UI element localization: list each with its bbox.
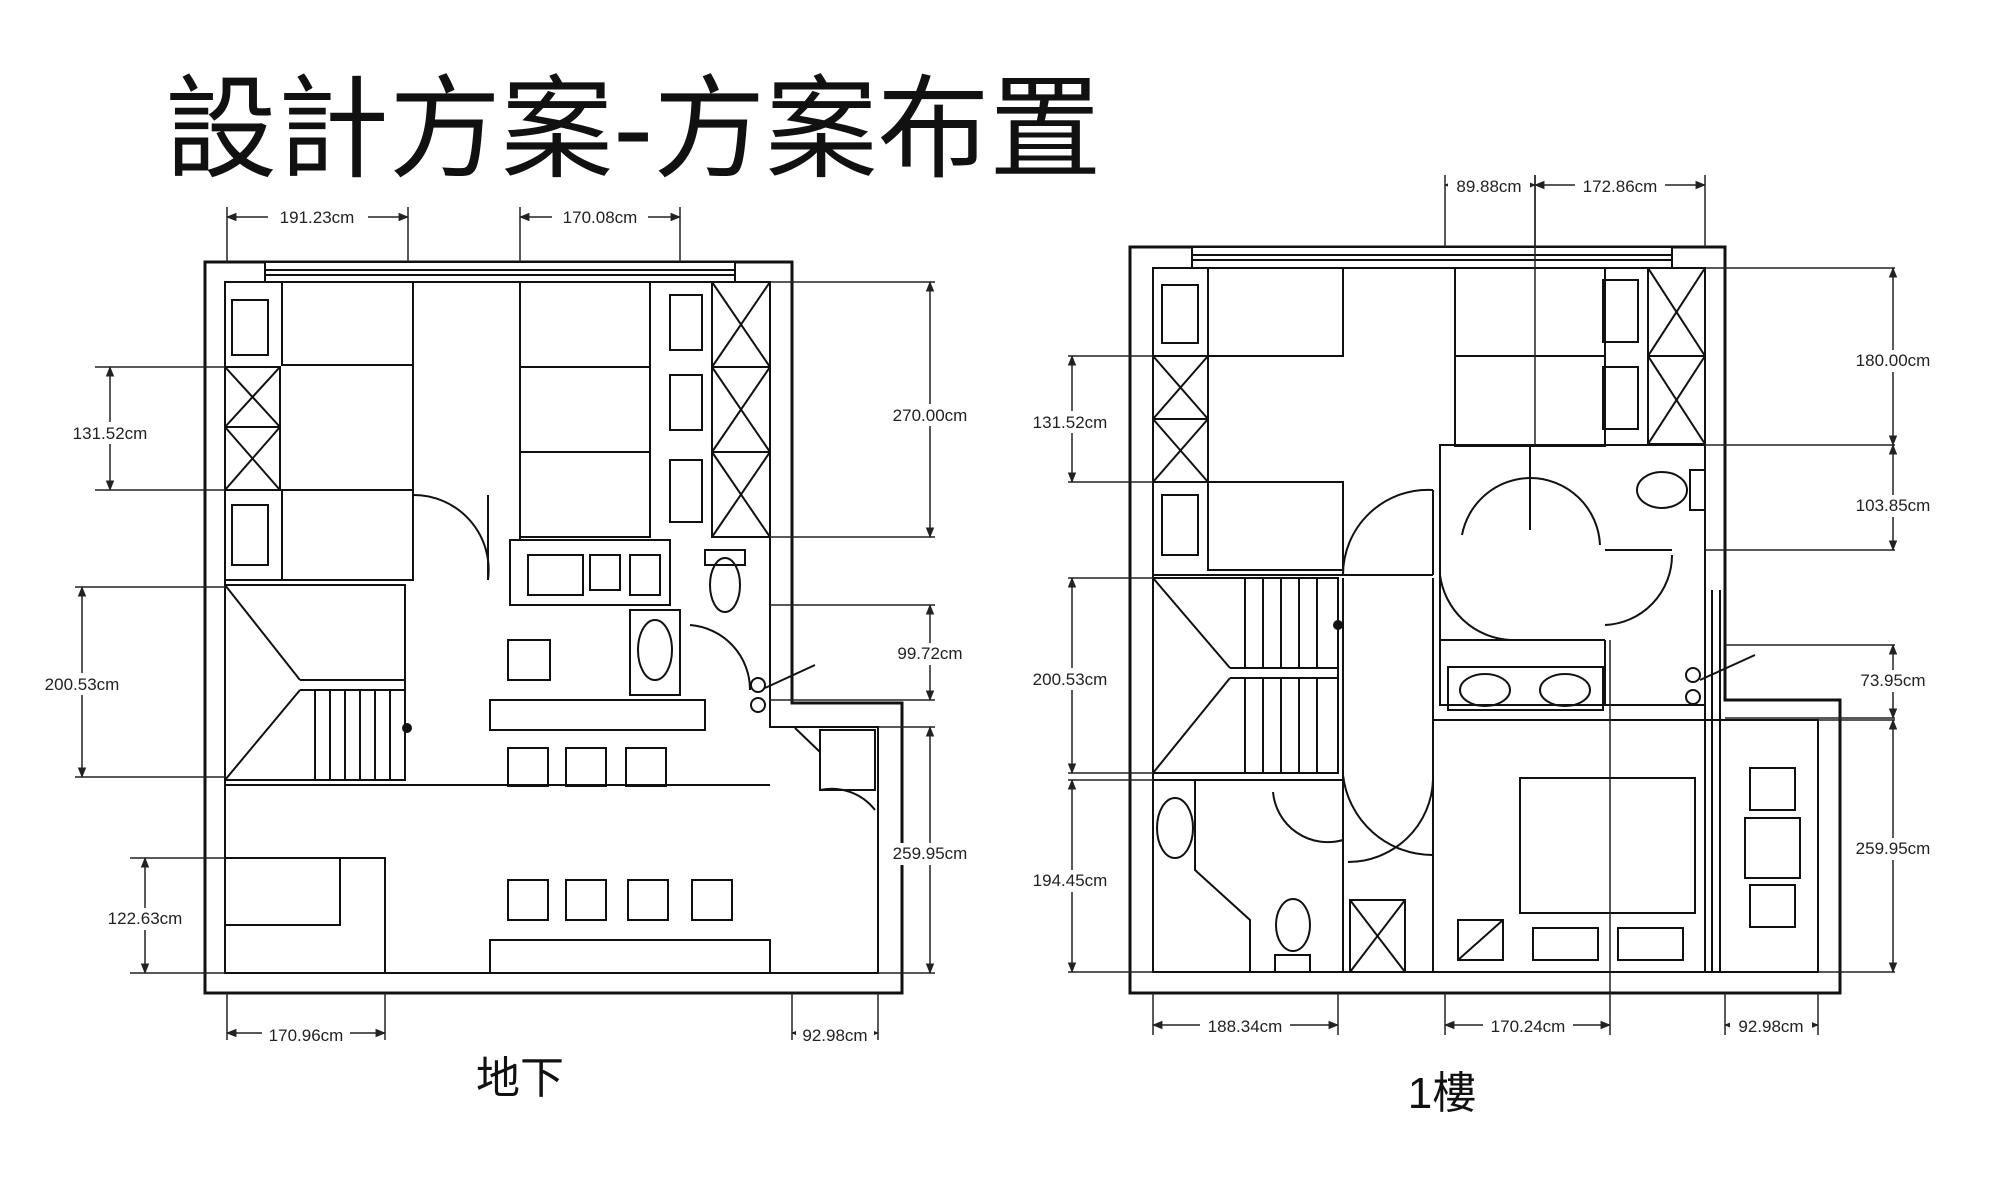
first-floor-label: 1樓	[1408, 1069, 1476, 1118]
basement-outer-walls	[203, 260, 904, 995]
dim-label: 103.85cm	[1856, 496, 1931, 515]
page-title: 設計方案-方案布置	[165, 65, 1101, 195]
dim-label: 194.45cm	[1033, 871, 1108, 890]
dim-label: 200.53cm	[1033, 670, 1108, 689]
dim-label: 131.52cm	[1033, 413, 1108, 432]
first-floor-outer-walls	[1128, 245, 1842, 995]
dim-label: 92.98cm	[1738, 1017, 1803, 1036]
basement-plan	[203, 260, 904, 995]
wardrobe	[1349, 899, 1406, 973]
first-floor-dimension-labels: 89.88cm 172.86cm 131.52cm 200.53cm 194.4…	[1025, 175, 1938, 1036]
dim-label: 259.95cm	[1856, 839, 1931, 858]
dim-label: 73.95cm	[1860, 671, 1925, 690]
dim-label: 259.95cm	[893, 844, 968, 863]
basement-label: 地下	[476, 1054, 564, 1103]
dim-label: 122.63cm	[108, 909, 183, 928]
bed	[281, 281, 414, 366]
dim-label: 170.08cm	[563, 208, 638, 227]
dim-label: 191.23cm	[280, 208, 355, 227]
dim-label: 92.98cm	[802, 1026, 867, 1045]
wardrobe	[224, 366, 281, 491]
dim-label: 99.72cm	[897, 644, 962, 663]
wardrobe	[1152, 355, 1209, 483]
dim-label: 188.34cm	[1208, 1017, 1283, 1036]
basement-dimension-labels: 191.23cm 170.08cm 131.52cm 200.53cm 122.…	[38, 206, 976, 1045]
bed	[281, 489, 414, 581]
dim-label: 170.24cm	[1491, 1017, 1566, 1036]
first-floor-plan	[1128, 245, 1842, 995]
dim-label: 270.00cm	[893, 406, 968, 425]
basement-window	[264, 261, 736, 283]
dim-label: 131.52cm	[73, 424, 148, 443]
first-floor-dimensions	[1067, 175, 1898, 1035]
dim-label: 89.88cm	[1456, 177, 1521, 196]
basement-stairs	[224, 584, 412, 781]
first-floor-stairs	[1152, 577, 1343, 774]
dim-label: 170.96cm	[269, 1026, 344, 1045]
dim-label: 180.00cm	[1856, 351, 1931, 370]
first-floor-window	[1191, 246, 1673, 269]
wardrobe	[1647, 267, 1706, 445]
dim-label: 200.53cm	[45, 675, 120, 694]
dim-label: 172.86cm	[1583, 177, 1658, 196]
wardrobe	[711, 281, 771, 538]
